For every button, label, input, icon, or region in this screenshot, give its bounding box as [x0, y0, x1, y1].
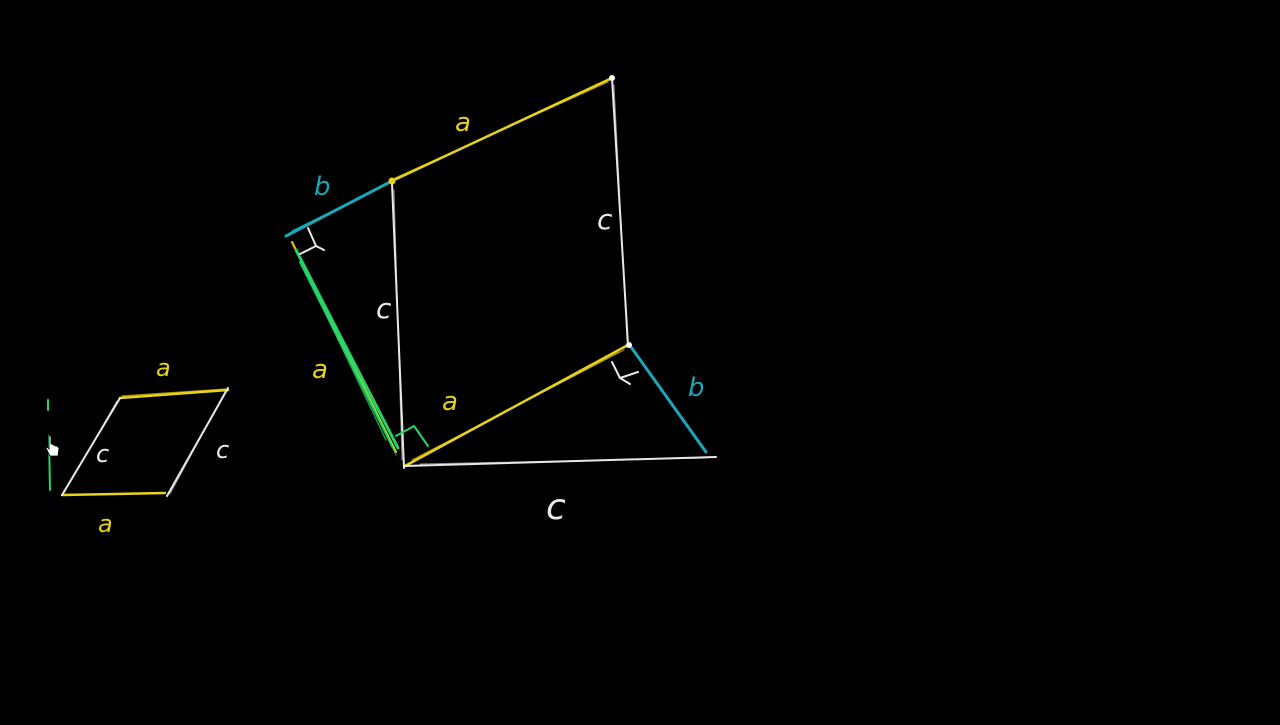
small-bottom-edge [60, 491, 167, 497]
large-label-left-c: c [376, 292, 392, 325]
small-top-edge [118, 388, 230, 400]
vertex-top-left [388, 177, 396, 185]
large-label-top-b: b [314, 172, 331, 202]
large-label-inner-a: a [442, 387, 458, 417]
vertex-top-right [609, 75, 615, 81]
green-right-angle-mark [395, 425, 429, 447]
small-label-top: a [156, 354, 171, 382]
small-parallelogram: a a c c [47, 354, 230, 538]
large-label-top-a: a [455, 108, 471, 138]
small-label-right: c [216, 436, 229, 464]
small-label-left: c [96, 440, 109, 468]
right-angle-mark-top [299, 227, 325, 255]
small-label-bottom: a [98, 510, 113, 538]
large-label-bottom-c: c [546, 487, 566, 528]
large-label-right-b: b [688, 373, 705, 403]
hand-pointer-icon [45, 435, 60, 457]
large-label-left-a: a [312, 355, 328, 385]
large-left-edge-a-green [294, 248, 400, 450]
vertex-right [626, 342, 632, 348]
large-label-right-c: c [597, 203, 613, 236]
large-figure: a b c c a a b c [284, 75, 717, 528]
right-angle-mark-right [611, 361, 639, 385]
